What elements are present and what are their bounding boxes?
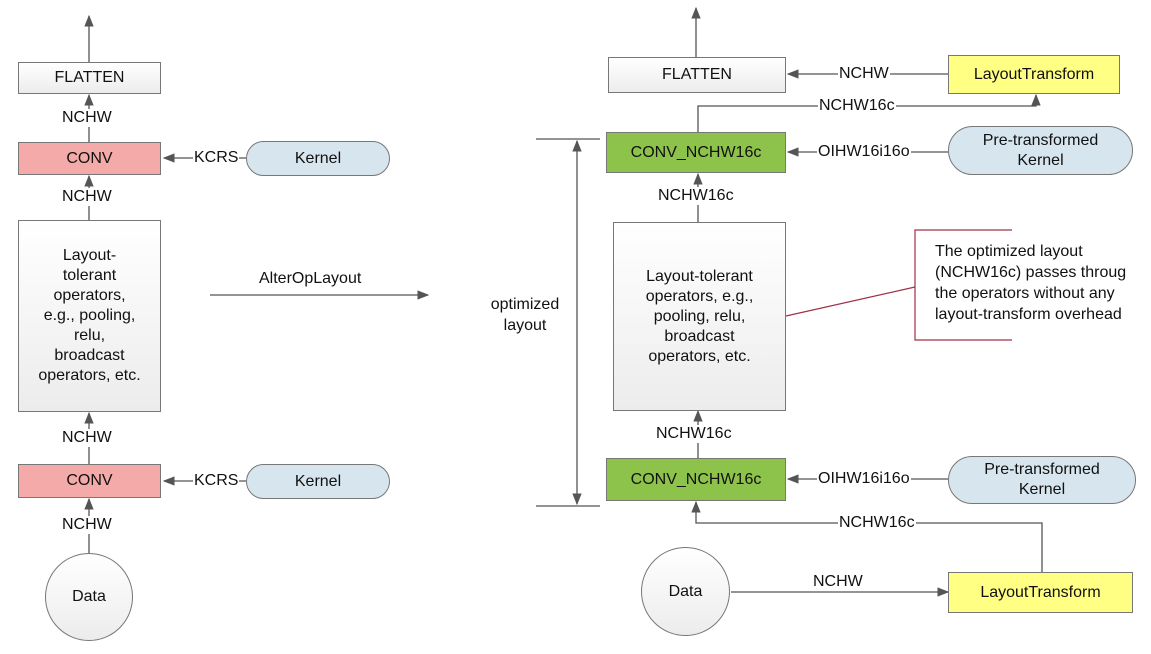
- alteroplayout-label: AlterOpLayout: [259, 270, 362, 287]
- right-edge-label-nchw16c: NCHW16c: [838, 514, 916, 532]
- right-layout-transform-top-node: LayoutTransform: [948, 55, 1120, 94]
- left-conv-top-node: CONV: [18, 142, 161, 175]
- right-edge-label-nchw: NCHW: [813, 573, 863, 590]
- callout-text: The optimized layout (NCHW16c) passes th…: [935, 243, 1127, 323]
- left-edge-label-nchw: NCHW: [61, 188, 113, 206]
- left-data-node: Data: [45, 553, 133, 641]
- left-edge-label-nchw: NCHW: [61, 429, 113, 447]
- left-edge-label-kcrs: KCRS: [193, 472, 240, 490]
- left-conv-bottom-node: CONV: [18, 464, 161, 498]
- left-edge-label-nchw: NCHW: [61, 109, 113, 127]
- right-kernel-top-node: Pre-transformed Kernel: [948, 126, 1133, 175]
- optimized-layout-label: optimized layout: [490, 296, 560, 334]
- left-kernel-bottom-node: Kernel: [246, 464, 390, 499]
- right-edge-label-oihw16i16o: OIHW16i16o: [817, 143, 911, 161]
- right-data-node: Data: [641, 547, 730, 636]
- right-edge-transform-to-conv: [691, 500, 1043, 572]
- right-edge-label-oihw16i16o: OIHW16i16o: [817, 470, 911, 488]
- callout-bracket: [914, 229, 1012, 341]
- callout-pointer: [785, 286, 916, 317]
- right-edge-label-nchw16c: NCHW16c: [657, 187, 735, 205]
- left-layout-tolerant-box: Layout- tolerant operators, e.g., poolin…: [18, 220, 161, 412]
- right-kernel-bottom-node: Pre-transformed Kernel: [948, 456, 1136, 504]
- left-edge-label-kcrs: KCRS: [193, 149, 240, 167]
- right-flatten-node: FLATTEN: [608, 57, 786, 93]
- right-edge-label-nchw16c: NCHW16c: [655, 425, 733, 443]
- right-edge-label-nchw16c: NCHW16c: [818, 97, 896, 115]
- left-kernel-top-node: Kernel: [246, 141, 390, 176]
- right-layout-tolerant-box: Layout-tolerant operators, e.g., pooling…: [613, 222, 786, 411]
- left-edge-label-nchw: NCHW: [61, 516, 113, 534]
- left-flatten-node: FLATTEN: [18, 62, 161, 94]
- right-edge-label-nchw: NCHW: [838, 65, 890, 83]
- right-conv-top-node: CONV_NCHW16c: [606, 132, 786, 173]
- right-conv-bottom-node: CONV_NCHW16c: [606, 458, 786, 501]
- right-layout-transform-bottom-node: LayoutTransform: [948, 572, 1133, 613]
